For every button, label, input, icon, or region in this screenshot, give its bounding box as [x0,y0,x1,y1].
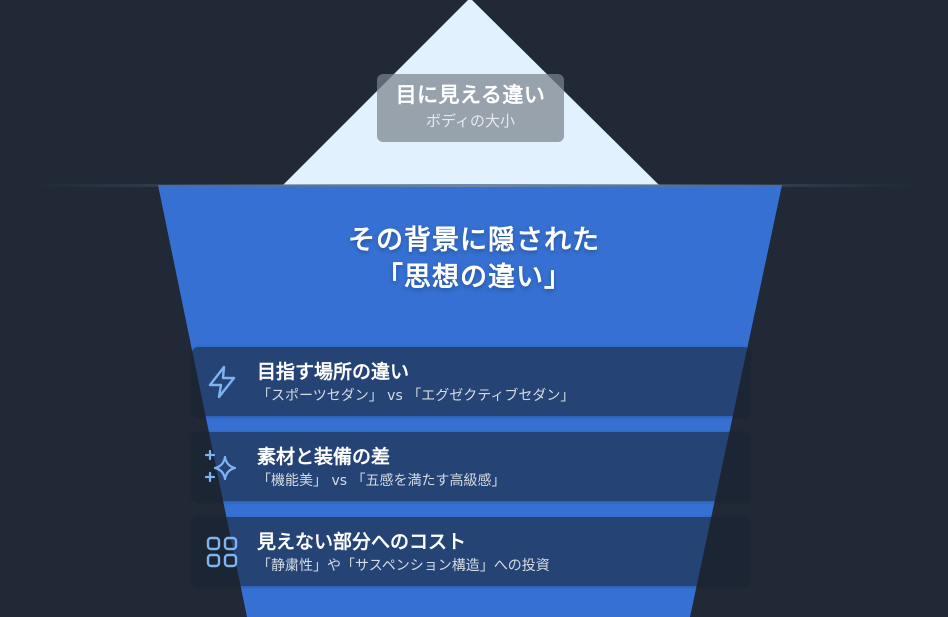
card-hidden-cost: 見えない部分へのコスト 「静粛性」や「サスペンション構造」への投資 [192,517,750,586]
sparkles-icon [204,449,237,483]
card-destination: 目指す場所の違い 「スポーツセダン」 vs 「エグゼクティブセダン」 [192,347,750,416]
title-line-2: 「思想の違い」 [376,262,572,293]
grid-icon [206,536,238,568]
card-title: 目指す場所の違い [257,361,410,383]
tip-title: 目に見える違い [395,83,546,107]
card-title: 見えない部分へのコスト [257,531,467,553]
card-description: 「機能美」 vs 「五感を満たす高級感」 [257,473,506,489]
tip-subtitle: ボディの大小 [426,112,515,130]
card-description: 「スポーツセダン」 vs 「エグゼクティブセダン」 [257,388,575,404]
card-title: 素材と装備の差 [257,446,391,468]
lightning-icon [208,365,236,399]
hidden-difference-title: その背景に隠された 「思想の違い」 [240,222,708,296]
card-materials: 素材と装備の差 「機能美」 vs 「五感を満たす高級感」 [192,432,750,501]
waterline [30,184,918,187]
title-line-1: その背景に隠された [348,225,600,256]
card-description: 「静粛性」や「サスペンション構造」への投資 [257,558,550,574]
visible-difference-label: 目に見える違い ボディの大小 [377,74,564,142]
